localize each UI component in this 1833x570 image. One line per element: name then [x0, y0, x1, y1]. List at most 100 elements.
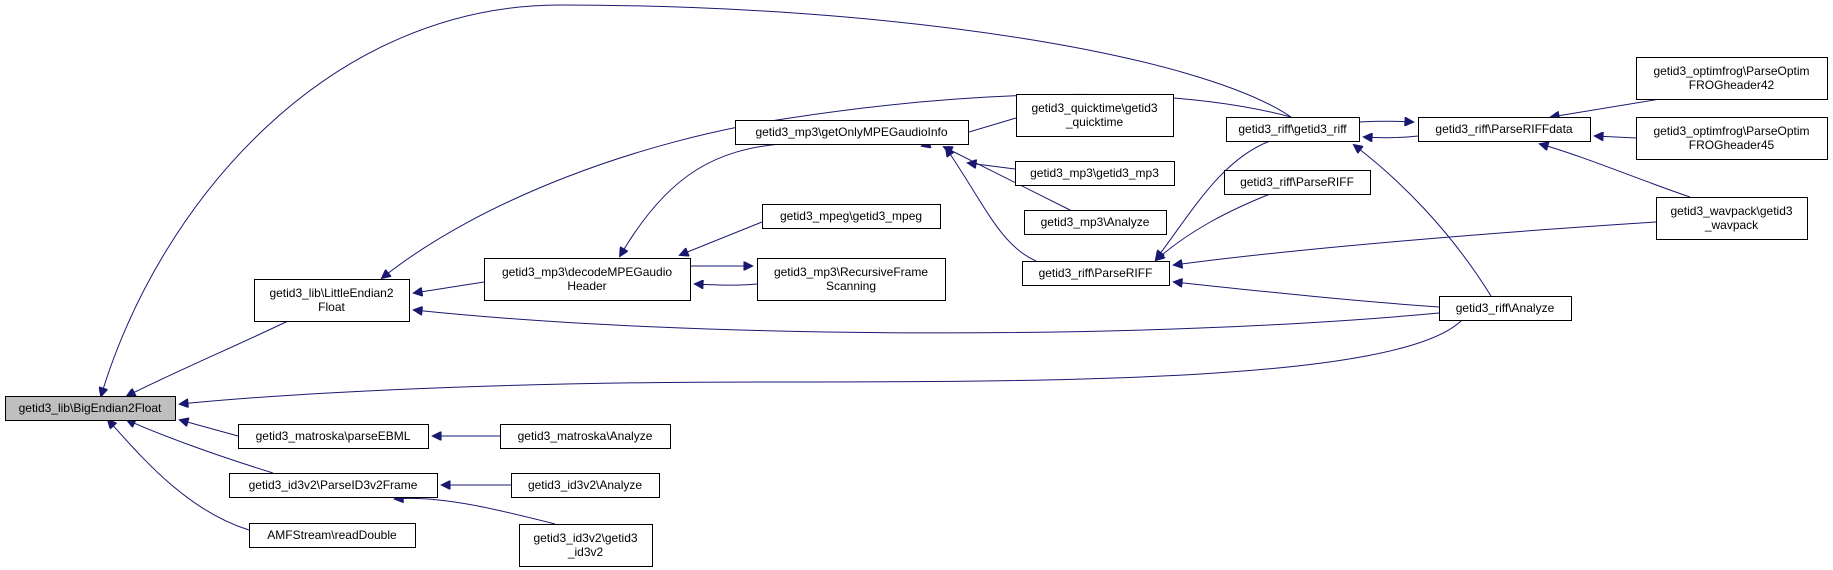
edge-id3v2-parse-to-big-endian: [127, 420, 274, 474]
graph-node-big-endian[interactable]: getid3_lib\BigEndian2Float: [5, 396, 176, 421]
edge-mpeg-mpeg-to-mp3-decode: [680, 221, 763, 255]
graph-node-amf-read[interactable]: AMFStream\readDouble: [249, 523, 416, 548]
node-label: AMFStream\readDouble: [267, 528, 397, 542]
graph-node-id3v2-parse[interactable]: getid3_id3v2\ParseID3v2Frame: [229, 473, 438, 498]
graph-node-id3v2-getid3[interactable]: getid3_id3v2\getid3_id3v2: [519, 524, 653, 567]
edge-optim42-to-riff-parseriffdata: [1551, 98, 1661, 117]
graph-node-riff-getid3[interactable]: getid3_riff\getid3_riff: [1226, 117, 1360, 142]
node-box: [1016, 94, 1174, 137]
node-box: [519, 524, 653, 567]
node-box: [484, 258, 691, 301]
edge-little-endian-to-big-endian: [127, 320, 289, 396]
edge-riff-analyze-to-big-endian: [180, 319, 1463, 404]
node-box: [1015, 161, 1175, 186]
node-box: [5, 396, 176, 421]
node-box: [249, 523, 416, 548]
node-label: _wavpack: [1704, 218, 1759, 232]
graph-node-id3v2-analyze[interactable]: getid3_id3v2\Analyze: [511, 473, 660, 498]
node-label: getid3_matroska\Analyze: [518, 429, 653, 443]
node-label: getid3_riff\Analyze: [1456, 301, 1555, 315]
graph-node-wavpack[interactable]: getid3_wavpack\getid3_wavpack: [1656, 197, 1808, 240]
edge-riff-getid3-to-riff-parseriff-main: [1156, 140, 1271, 259]
node-box: [1636, 117, 1828, 160]
node-label: Scanning: [826, 279, 876, 293]
graph-node-mp3-getid3[interactable]: getid3_mp3\getid3_mp3: [1015, 161, 1175, 186]
edge-wavpack-to-riff-parseriffdata: [1540, 144, 1691, 198]
graph-node-matroska-parse[interactable]: getid3_matroska\parseEBML: [238, 424, 429, 449]
node-label: getid3_mpeg\getid3_mpeg: [780, 209, 922, 223]
graph-node-riff-parseriff-small[interactable]: getid3_riff\ParseRIFF: [1224, 170, 1371, 195]
edge-mp3-getonly-to-mp3-decode: [620, 143, 781, 256]
graph-node-riff-parseriffdata[interactable]: getid3_riff\ParseRIFFdata: [1418, 117, 1591, 142]
node-box: [1226, 117, 1360, 142]
node-box: [1656, 197, 1808, 240]
node-label: getid3_id3v2\ParseID3v2Frame: [249, 478, 418, 492]
node-box: [1024, 210, 1167, 235]
node-label: FROGheader42: [1689, 78, 1775, 92]
node-label: getid3_lib\BigEndian2Float: [19, 401, 162, 415]
node-box: [511, 473, 660, 498]
node-box: [1439, 296, 1572, 321]
edge-matroska-parse-to-big-endian: [180, 420, 239, 437]
node-label: getid3_mp3\decodeMPEGaudio: [502, 265, 672, 279]
edge-mp3-decode-to-little-endian: [414, 281, 485, 293]
edge-mp3-analyze-to-mp3-getonly: [944, 147, 1071, 211]
node-label: getid3_riff\ParseRIFF: [1039, 266, 1153, 280]
graph-node-mpeg-mpeg[interactable]: getid3_mpeg\getid3_mpeg: [762, 204, 941, 229]
node-label: getid3_mp3\Analyze: [1041, 215, 1150, 229]
graph-node-mp3-getonly[interactable]: getid3_mp3\getOnlyMPEGaudioInfo: [735, 120, 969, 145]
node-box: [1418, 117, 1591, 142]
edge-mp3-recursive-to-mp3-decode: [695, 284, 758, 285]
node-label: getid3_riff\getid3_riff: [1238, 122, 1347, 136]
node-box: [1224, 170, 1371, 195]
node-label: getid3_optimfrog\ParseOptim: [1653, 64, 1809, 78]
node-label: _quicktime: [1065, 115, 1124, 129]
node-label: getid3_id3v2\Analyze: [528, 478, 642, 492]
node-box: [735, 120, 969, 145]
edge-riff-getid3-to-big-endian: [101, 4, 1292, 396]
edge-optim45-to-riff-parseriffdata: [1595, 136, 1637, 138]
edge-id3v2-getid3-to-id3v2-parse: [395, 498, 556, 525]
node-box: [254, 279, 410, 322]
node-label: getid3_mp3\getid3_mp3: [1030, 166, 1159, 180]
node-label: _id3v2: [567, 545, 604, 559]
node-box: [1022, 261, 1170, 286]
edge-amf-read-to-big-endian: [108, 420, 250, 531]
edge-riff-analyze-to-little-endian: [414, 310, 1440, 334]
graph-node-matroska-analyze[interactable]: getid3_matroska\Analyze: [500, 424, 671, 449]
nodes-layer: getid3_lib\BigEndian2Float getid3_lib\Lit…: [5, 57, 1828, 567]
node-label: getid3_id3v2\getid3: [533, 531, 637, 545]
edge-mp3-getid3-to-mp3-getonly: [968, 163, 1016, 170]
node-label: getid3_mp3\getOnlyMPEGaudioInfo: [755, 125, 947, 139]
node-label: getid3_wavpack\getid3: [1670, 204, 1792, 218]
edge-riff-parseriffdata-to-riff-getid3: [1364, 136, 1419, 138]
edge-riff-analyze-to-riff-getid3: [1354, 145, 1492, 297]
node-label: getid3_riff\ParseRIFFdata: [1435, 122, 1573, 136]
node-label: Float: [318, 300, 345, 314]
node-box: [1636, 57, 1828, 100]
graph-node-qt-getid3[interactable]: getid3_quicktime\getid3_quicktime: [1016, 94, 1174, 137]
node-label: FROGheader45: [1689, 138, 1775, 152]
graph-node-riff-parseriff-main[interactable]: getid3_riff\ParseRIFF: [1022, 261, 1170, 286]
edge-riff-analyze-to-riff-parseriff-main: [1174, 282, 1440, 308]
node-label: Header: [567, 279, 606, 293]
node-label: getid3_matroska\parseEBML: [256, 429, 411, 443]
node-box: [229, 473, 438, 498]
node-box: [238, 424, 429, 449]
graph-node-riff-analyze[interactable]: getid3_riff\Analyze: [1439, 296, 1572, 321]
node-label: getid3_optimfrog\ParseOptim: [1653, 124, 1809, 138]
graph-node-mp3-analyze[interactable]: getid3_mp3\Analyze: [1024, 210, 1167, 235]
edge-riff-getid3-to-riff-parseriffdata: [1358, 121, 1413, 122]
node-label: getid3_lib\LittleEndian2: [269, 286, 393, 300]
node-label: getid3_quicktime\getid3: [1031, 101, 1157, 115]
edge-wavpack-to-riff-parseriff-main: [1174, 221, 1657, 265]
node-box: [762, 204, 941, 229]
node-label: getid3_mp3\RecursiveFrame: [774, 265, 928, 279]
edge-riff-parseriff-small-to-riff-parseriff-main: [1156, 193, 1271, 260]
